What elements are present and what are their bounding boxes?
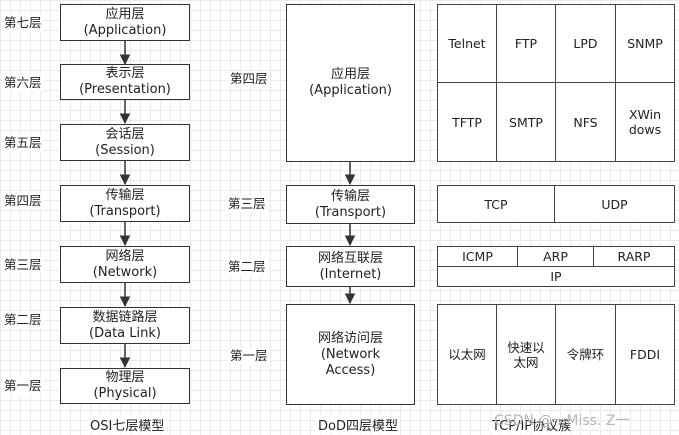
dod-caption: DoD四层模型 <box>316 415 400 434</box>
protocol-lpd: LPD <box>555 4 616 83</box>
osi-layer-session: 会话层 (Session) <box>60 124 190 161</box>
protocol-xwindows-line1: XWin <box>628 107 662 122</box>
protocol-udp: UDP <box>554 185 675 223</box>
protocol-telnet: Telnet <box>437 4 497 83</box>
layer-english: (Application) <box>309 83 392 98</box>
protocol-fast-ethernet: 快速以 太网 <box>496 304 556 405</box>
layer-english: (Network) <box>92 264 158 280</box>
layer-english: (Application) <box>83 22 167 38</box>
osi-level-label-1: 第一层 <box>2 378 44 394</box>
dod-level-label-4: 第四层 <box>228 71 270 87</box>
layer-english: (Presentation) <box>79 82 171 97</box>
protocol-ftp: FTP <box>496 4 556 83</box>
layer-english: (Session) <box>95 142 155 158</box>
protocol-nfs: NFS <box>555 82 616 162</box>
protocol-tftp: TFTP <box>437 82 497 162</box>
layer-name: 传输层 <box>330 188 370 204</box>
dod-level-label-3: 第三层 <box>226 196 268 212</box>
osi-layer-network: 网络层 (Network) <box>60 246 190 283</box>
protocol-snmp: SNMP <box>615 4 675 83</box>
protocol-ethernet: 以太网 <box>437 304 497 405</box>
dod-layer-internet: 网络互联层 (Internet) <box>286 246 415 287</box>
layer-name: 表示层 <box>105 66 145 81</box>
protocol-fddi: FDDI <box>615 304 675 405</box>
osi-level-label-7: 第七层 <box>2 15 44 31</box>
layer-name: 应用层 <box>330 67 370 82</box>
protocol-fast-ethernet-line1: 快速以 <box>507 339 545 355</box>
layer-name: 会话层 <box>105 126 145 142</box>
tcpip-caption: TCP/IP协议簇 <box>490 415 574 434</box>
layer-name: 网络层 <box>105 248 145 264</box>
dod-level-label-2: 第二层 <box>226 259 268 275</box>
layer-name: 物理层 <box>105 370 145 385</box>
layer-english: (Internet) <box>319 266 382 282</box>
layer-name: 数据链路层 <box>92 309 158 325</box>
osi-caption: OSI七层模型 <box>88 415 167 434</box>
protocol-fast-ethernet-line2: 太网 <box>513 354 539 370</box>
protocol-smtp: SMTP <box>496 82 556 162</box>
layer-name: 传输层 <box>105 187 145 203</box>
dod-level-label-1: 第一层 <box>228 348 270 364</box>
layer-name: 网络互联层 <box>317 250 383 266</box>
dod-layer-transport: 传输层 (Transport) <box>286 185 415 224</box>
osi-layer-data-link: 数据链路层 (Data Link) <box>60 307 190 344</box>
protocol-arp: ARP <box>517 246 594 267</box>
protocol-icmp: ICMP <box>437 246 518 267</box>
layer-english: (Data Link) <box>89 325 161 341</box>
protocol-xwindows: XWin dows <box>615 82 675 162</box>
layer-english: (Network <box>320 346 381 362</box>
osi-layer-application: 应用层 (Application) <box>60 4 190 41</box>
protocol-ip: IP <box>437 266 675 287</box>
osi-level-label-3: 第三层 <box>2 257 44 273</box>
protocol-token-ring: 令牌环 <box>555 304 616 405</box>
watermark: CSDN @一Miss. Z一 <box>494 413 630 429</box>
osi-level-label-5: 第五层 <box>2 135 44 151</box>
layer-name: 网络访问层 <box>317 330 383 346</box>
protocol-rarp: RARP <box>593 246 675 267</box>
osi-layer-presentation: 表示层 (Presentation) <box>60 64 190 100</box>
layer-english: (Physical) <box>93 386 157 401</box>
osi-layer-physical: 物理层 (Physical) <box>60 368 190 404</box>
protocol-xwindows-line2: dows <box>628 122 662 137</box>
layer-english-line2: Access) <box>325 362 376 378</box>
osi-level-label-6: 第六层 <box>2 75 44 91</box>
osi-level-label-4: 第四层 <box>2 193 44 209</box>
layer-english: (Transport) <box>89 203 161 219</box>
osi-layer-transport: 传输层 (Transport) <box>60 185 190 222</box>
dod-layer-network-access: 网络访问层 (Network Access) <box>286 304 415 405</box>
layer-name: 应用层 <box>105 6 145 22</box>
protocol-tcp: TCP <box>437 185 555 223</box>
osi-level-label-2: 第二层 <box>2 312 44 328</box>
dod-layer-application: 应用层 (Application) <box>286 4 415 162</box>
layer-english: (Transport) <box>314 204 387 220</box>
